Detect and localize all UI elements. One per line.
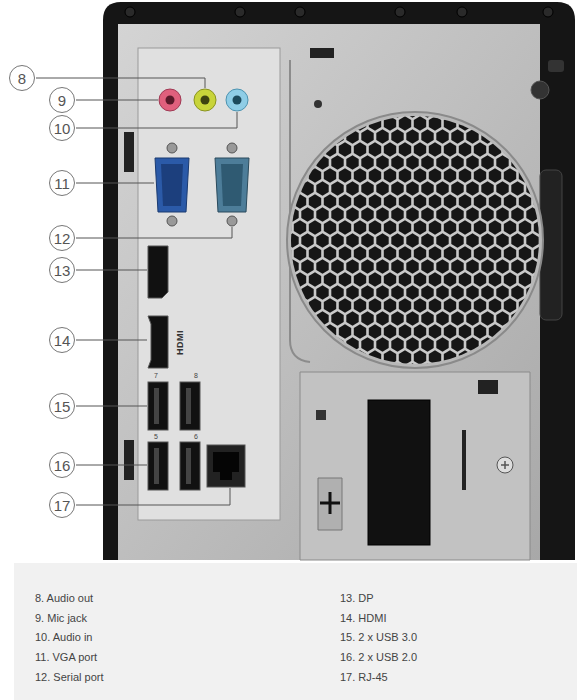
callout-number: 13 [49,257,75,283]
plus-mark [320,492,340,514]
legend-row: 9. Mic jack [35,613,87,624]
vga-port [155,143,189,226]
legend-row: 12. Serial port [35,672,103,683]
callout-number: 14 [49,327,75,353]
legend-row: 11. VGA port [35,652,97,663]
callout-number: 9 [49,87,75,113]
clip [124,440,134,480]
usb-ports [148,382,200,490]
clip [124,132,134,172]
callout-number: 11 [49,170,75,196]
audio-jacks [159,89,248,111]
dp-port [148,246,168,298]
usb-tongues [154,388,191,484]
metal-panel [118,24,540,560]
legend-row: 16. 2 x USB 2.0 [340,652,417,663]
port-number: 6 [194,433,198,440]
callout-number: 17 [49,492,75,518]
slot [310,48,334,58]
fan-ring [287,112,543,368]
legend-band [14,563,577,700]
callout-number: 10 [49,115,75,141]
legend-row: 8. Audio out [35,593,93,604]
port-number: 7 [154,372,158,379]
psu-block [368,400,430,545]
case-frame [103,2,575,560]
psu-area [300,372,530,560]
port-number: 8 [194,372,198,379]
frame-screws [125,7,553,17]
latch [548,60,564,72]
psu-screw [497,457,513,473]
hole [316,410,326,420]
latch [478,380,498,394]
io-shield [138,48,280,520]
callout-number: 12 [49,225,75,251]
serial-port [215,143,249,226]
port-logo: HDMI [176,330,185,355]
hdmi-port [148,316,168,368]
legend-row: 10. Audio in [35,632,93,643]
psu-screw [501,461,509,469]
legend-row: 15. 2 x USB 3.0 [340,632,417,643]
legend-row: 17. RJ-45 [340,672,388,683]
leader-lines [36,78,237,505]
legend-row: 13. DP [340,593,374,604]
rj45-port [207,445,245,487]
kensington-slot [318,478,342,530]
callout-number: 8 [9,65,35,91]
slot [462,430,466,490]
port-number: 5 [154,433,158,440]
legend-row: 14. HDMI [340,613,386,624]
screw [531,81,549,99]
callout-number: 16 [49,452,75,478]
callout-number: 15 [49,393,75,419]
hole [314,100,322,108]
fan-grille [290,115,540,365]
